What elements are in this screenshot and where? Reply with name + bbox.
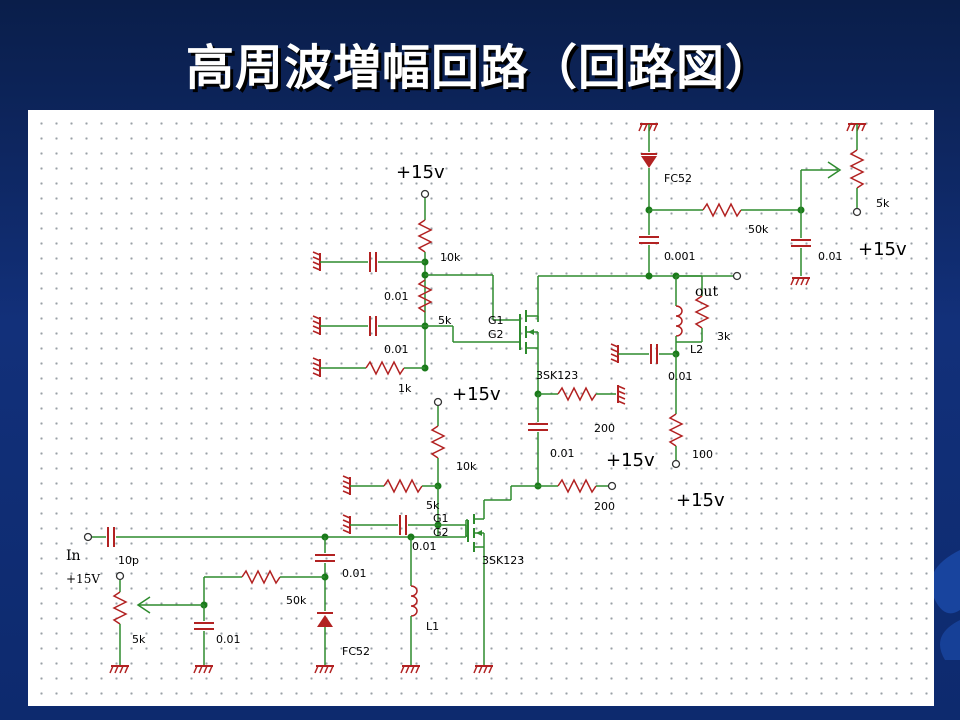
input-network <box>83 519 468 674</box>
label-5k-b: 5k <box>426 499 440 512</box>
label-c001-b: 0.01 <box>384 343 409 356</box>
label-c001-a: 0.01 <box>384 290 409 303</box>
label-5k-in: 5k <box>132 633 146 646</box>
label-vplus-right: +15v <box>858 239 907 260</box>
label-10p: 10p <box>118 554 139 567</box>
label-c001-fc: 0.01 <box>342 567 367 580</box>
label-g1-a: G1 <box>488 314 504 327</box>
top-gate-bias-network <box>312 189 520 378</box>
circuit-schematic: FC52 5k 50k 0.01 0.001 +15v out 3k L2 <box>66 123 907 674</box>
label-c001-in: 0.01 <box>216 633 241 646</box>
output-network <box>537 271 742 469</box>
label-vplus-in: +15V <box>66 572 100 586</box>
label-vplus-r2: +15v <box>606 450 655 471</box>
label-3k: 3k <box>717 330 731 343</box>
label-q-top: 3SK123 <box>536 369 578 382</box>
top-mosfet-3sk123 <box>519 310 626 490</box>
label-out: out <box>695 284 718 300</box>
label-fc52-top: FC52 <box>664 172 692 185</box>
label-100: 100 <box>692 448 713 461</box>
label-5k-a: 5k <box>438 314 452 327</box>
schematic-board: FC52 5k 50k 0.01 0.001 +15v out 3k L2 <box>28 110 934 706</box>
label-200-b: 200 <box>594 500 615 513</box>
label-l1: L1 <box>426 620 439 633</box>
label-in: In <box>66 548 81 564</box>
label-50k-bottom: 50k <box>286 594 307 607</box>
label-c001-mid: 0.01 <box>550 447 575 460</box>
label-200-a: 200 <box>594 422 615 435</box>
label-50k-top: 50k <box>748 223 769 236</box>
label-1k: 1k <box>398 382 412 395</box>
bottom-gate-bias-network <box>342 397 468 537</box>
slide-title: 高周波増幅回路（回路図） <box>185 40 774 96</box>
label-vplus-r3: +15v <box>676 490 725 511</box>
label-10k-b: 10k <box>456 460 477 473</box>
label-l2: L2 <box>690 343 703 356</box>
label-c001-g2b: 0.01 <box>412 540 437 553</box>
label-5k-topright: 5k <box>876 197 890 210</box>
label-c0001: 0.001 <box>664 250 696 263</box>
decorative-swoosh <box>930 550 960 660</box>
label-c001-l2: 0.01 <box>668 370 693 383</box>
label-q-bottom: 3SK123 <box>482 554 524 567</box>
label-c001-top: 0.01 <box>818 250 843 263</box>
label-g1-b: G1 <box>433 512 449 525</box>
label-fc52-bottom: FC52 <box>342 645 370 658</box>
label-vplus-mid: +15v <box>452 384 501 405</box>
label-10k-a: 10k <box>440 251 461 264</box>
top-right-bias-network <box>638 123 867 286</box>
bottom-mosfet-3sk123 <box>467 478 617 674</box>
label-g2-b: G2 <box>433 526 449 539</box>
label-vplus-top: +15v <box>396 162 445 183</box>
label-g2-a: G2 <box>488 328 504 341</box>
